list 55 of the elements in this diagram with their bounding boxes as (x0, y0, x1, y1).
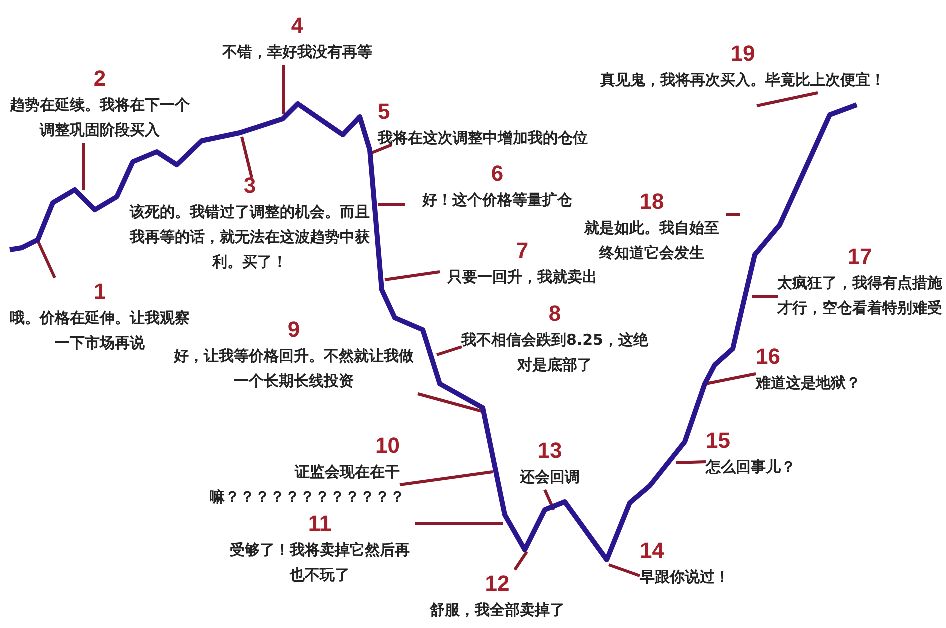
callout-number: 12 (485, 570, 510, 598)
callout-number: 10 (376, 432, 400, 460)
callout-number: 11 (308, 510, 332, 538)
speech-text: 太疯狂了，我得有点措施才行，空仓看着特别难受 (776, 273, 944, 319)
callout-number: 16 (756, 343, 780, 371)
leader-line (282, 65, 286, 114)
leader-line (384, 270, 440, 282)
speech-text: 怎么回事儿？ (706, 457, 797, 478)
speech-text: 难道这是地狱？ (756, 373, 862, 394)
callout-number: 19 (730, 40, 756, 68)
speech-text: 舒服，我全部卖掉了 (428, 600, 566, 621)
leader-line (544, 489, 556, 511)
speech-text: 证监会现在在干嘛？？？？？？？？？？？？ (210, 462, 400, 508)
speech-text: 真见鬼，我将再次买入。毕竟比上次便宜！ (600, 70, 886, 91)
speech-text: 受够了！我将卖掉它然后再也不玩了 (229, 540, 411, 586)
leader-line (752, 296, 778, 298)
leader-line (371, 144, 393, 154)
leader-line (514, 551, 528, 571)
leader-line (676, 460, 706, 464)
leader-line (608, 564, 640, 578)
callout-number: 5 (378, 98, 390, 126)
callout-number: 3 (244, 172, 256, 200)
callout-number: 1 (94, 278, 106, 306)
leader-line (436, 346, 462, 356)
leader-line (378, 204, 405, 206)
callout-number: 14 (640, 537, 664, 565)
callout-number: 8 (548, 300, 562, 328)
callout-number: 2 (94, 65, 106, 93)
speech-text: 不错，幸好我没有再等 (221, 42, 374, 63)
speech-text: 只要一回升，我就卖出 (446, 267, 598, 288)
leader-line (82, 143, 86, 190)
leader-line (706, 372, 756, 386)
callout-number: 18 (640, 188, 664, 216)
speech-text: 我将在这次调整中增加我的仓位 (378, 128, 589, 149)
speech-text: 就是如此。我自始至终知道它会发生 (583, 218, 720, 264)
callout-number: 13 (538, 437, 562, 465)
leader-line (400, 470, 494, 486)
speech-text: 早跟你说过！ (640, 567, 731, 588)
leader-line (756, 92, 818, 108)
speech-text: 该死的。我错过了调整的机会。而且我再等的话，就无法在这波趋势中获利。买了！ (128, 202, 371, 273)
leader-line (726, 214, 740, 216)
leader-line (36, 240, 56, 279)
leader-line (415, 522, 503, 526)
callout-number: 15 (706, 427, 730, 455)
callout-number: 9 (288, 316, 300, 344)
callout-number: 4 (291, 12, 304, 40)
callout-number: 6 (491, 160, 504, 188)
speech-text: 趋势在延续。我将在下一个调整巩固阶段买入 (9, 95, 191, 141)
speech-text: 我不相信会跌到8.25，这绝对是底部了 (460, 330, 650, 376)
leader-line (418, 392, 484, 414)
speech-text: 好！这个价格等量扩仓 (421, 190, 574, 211)
callout-number: 17 (848, 243, 872, 271)
leader-line (240, 136, 254, 178)
speech-text: 还会回调 (519, 467, 581, 488)
callout-number: 7 (516, 237, 529, 265)
